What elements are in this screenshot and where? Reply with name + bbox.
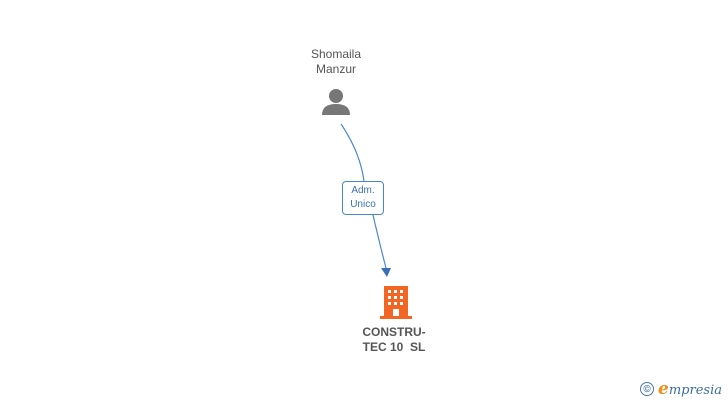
person-name-label[interactable]: Shomaila Manzur <box>286 47 386 77</box>
connector-line <box>340 123 387 269</box>
arrow-head-icon <box>381 268 391 277</box>
company-name-line1: CONSTRU- <box>362 325 426 339</box>
role-line2: Unico <box>350 199 376 210</box>
person-icon[interactable] <box>322 89 350 115</box>
role-line1: Adm. <box>351 185 375 196</box>
person-name-line1: Shomaila <box>310 47 362 61</box>
company-name-line2: TEC 10 SL <box>362 340 426 354</box>
empresia-logo[interactable]: e mpresia <box>658 379 722 399</box>
building-icon[interactable] <box>380 286 412 319</box>
company-name-label[interactable]: CONSTRU- TEC 10 SL <box>344 325 444 355</box>
copyright-icon: © <box>640 382 655 396</box>
role-badge: Adm. Unico <box>342 181 384 215</box>
brand-first-letter: e <box>658 379 669 399</box>
brand-rest: mpresia <box>668 383 722 398</box>
footer-brand: © e mpresia <box>640 379 722 399</box>
person-name-line2: Manzur <box>315 62 356 76</box>
